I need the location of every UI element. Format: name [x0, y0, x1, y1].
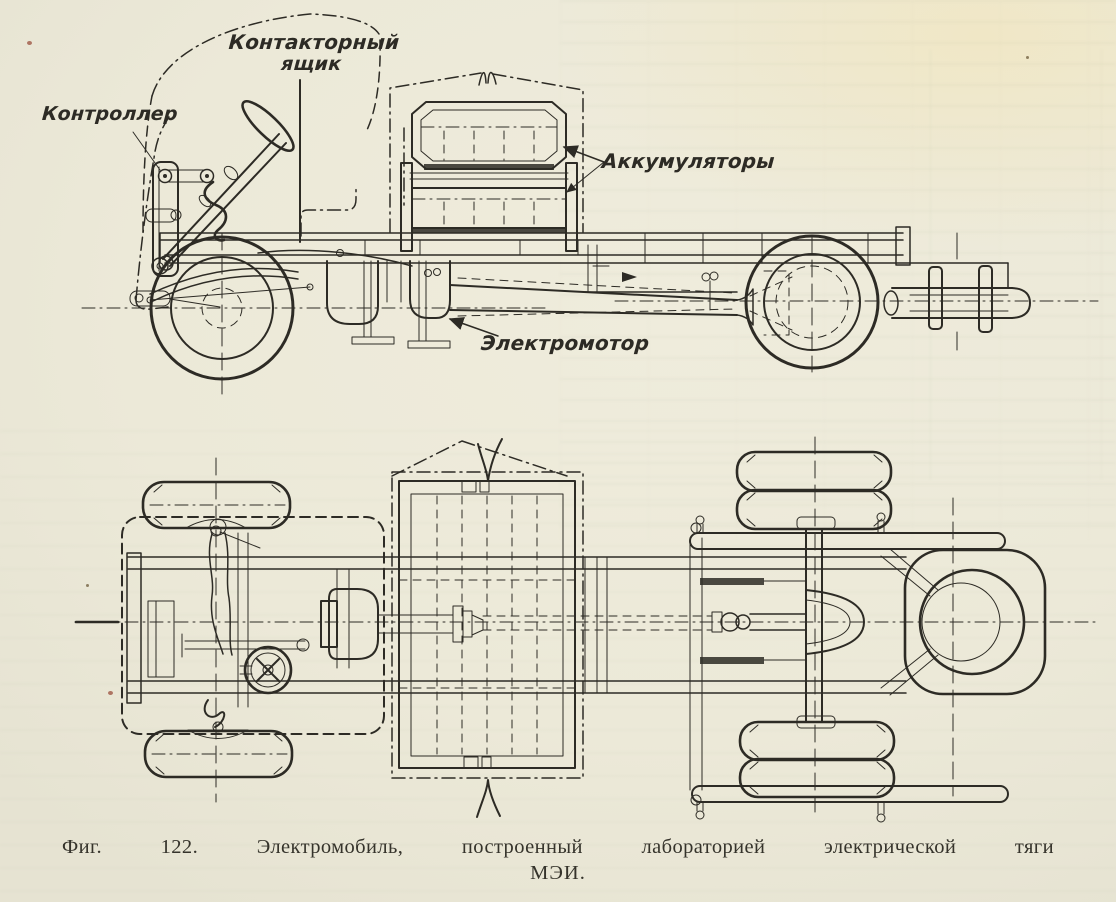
electric-motor-plan [320, 588, 484, 660]
paper-speck [27, 41, 32, 45]
plan-view [74, 436, 1101, 823]
battery-cover-outline [389, 71, 584, 233]
rear-spring-bars-plan [689, 512, 1009, 823]
chassis-frame-side [159, 226, 1009, 311]
battery-box-plan [391, 438, 713, 818]
electric-motor-label: Электромотор [480, 331, 651, 355]
rear-axle-plan [796, 516, 865, 729]
figure-caption-line2: МЭИ. [530, 862, 586, 884]
contactor-box-label-line1: Контакторный [227, 30, 401, 54]
front-wheels-plan [141, 457, 294, 803]
rear-wheel-assembly-plan [880, 497, 1047, 797]
side-elevation-view [81, 13, 1099, 401]
rear-wheel-side [744, 234, 880, 370]
driveline-plan [700, 578, 807, 664]
front-wheel-side [149, 235, 295, 381]
front-spring [146, 249, 413, 304]
steering-assembly-side [158, 100, 295, 271]
rear-axle-side [883, 232, 1031, 351]
paper-speck [86, 584, 89, 587]
steering-plan [181, 518, 310, 739]
figure-caption-line1: Фиг. 122. Электромобиль, построенный лаб… [62, 836, 1054, 858]
battery-crates-side [400, 101, 578, 252]
paper-speck [1026, 56, 1029, 59]
frame-rails-plan [126, 522, 907, 806]
paper-speck [108, 691, 113, 695]
controller-label: Контроллер [41, 103, 179, 125]
contactor-box-label: Контакторный ящик [226, 30, 401, 75]
cab-outline-plan [121, 516, 385, 735]
annotation-arrows [132, 131, 605, 337]
rear-dual-tires-plan [735, 436, 896, 813]
controller-assembly [129, 161, 228, 308]
contactor-box-label-line2: ящик [280, 53, 343, 75]
batteries-label: Аккумуляторы [601, 149, 776, 173]
torque-tube-side [449, 277, 754, 326]
electric-motor-side [326, 260, 451, 349]
figure-caption: Фиг. 122. Электромобиль, построенный лаб… [0, 836, 1116, 885]
